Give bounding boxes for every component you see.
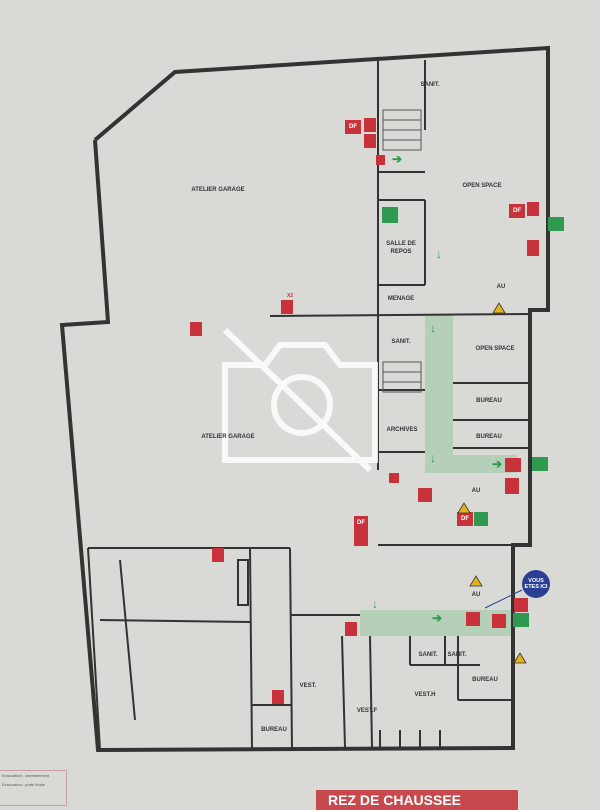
df-label: DF — [461, 516, 469, 522]
room-label: SANIT. — [447, 652, 467, 658]
fire-extinguisher-icons — [190, 118, 539, 704]
camera-watermark-icon — [222, 327, 378, 473]
legend-item: Evacuation : cheminement — [2, 773, 50, 778]
you-are-here-pointer — [484, 589, 523, 609]
room-label: SANIT. — [420, 82, 440, 88]
svg-text:↓: ↓ — [372, 597, 378, 611]
x2-label: X2 — [286, 293, 294, 299]
room-label: BUREAU — [472, 677, 498, 683]
evacuation-path — [360, 315, 517, 636]
room-label: VEST.H — [414, 692, 436, 698]
df-label: DF — [357, 520, 365, 526]
df-label: DF — [513, 208, 521, 214]
room-label: ATELIER GARAGE — [201, 434, 255, 440]
evacuation-arrow-icons: ➔ ↓ ↓ ↓ ➔ ↓ ➔ — [372, 152, 502, 625]
svg-text:↓: ↓ — [430, 451, 436, 465]
room-label: VEST. — [299, 683, 317, 689]
room-label: BUREAU — [476, 398, 502, 404]
legend-item: Evacuation : porte finale — [2, 782, 45, 787]
svg-text:↓: ↓ — [430, 321, 436, 335]
outer-walls — [59, 45, 550, 753]
floor-title-banner: REZ DE CHAUSSEE — [316, 790, 518, 810]
svg-text:➔: ➔ — [392, 152, 402, 166]
svg-text:↓: ↓ — [436, 247, 442, 261]
svg-text:➔: ➔ — [492, 457, 502, 471]
legend: Evacuation : cheminement Evacuation : po… — [0, 770, 67, 806]
au-label: AU — [471, 488, 481, 494]
room-label: SANIT. — [391, 339, 411, 345]
room-label: BUREAU — [476, 434, 502, 440]
inner-walls — [87, 58, 531, 751]
room-label: BUREAU — [261, 727, 287, 733]
room-label: ARCHIVES — [386, 427, 418, 433]
df-label: DF — [349, 124, 357, 130]
room-label: SANIT. — [418, 652, 438, 658]
room-label: VEST.F — [356, 708, 378, 714]
room-label: OPEN SPACE — [475, 346, 515, 352]
au-label: AU — [471, 592, 481, 598]
svg-text:➔: ➔ — [432, 611, 442, 625]
room-label: ATELIER GARAGE — [191, 187, 245, 193]
you-are-here-marker: VOUS ETES ICI — [522, 570, 550, 598]
emergency-exit-icons — [382, 207, 564, 627]
stairs — [382, 109, 422, 393]
warning-sign-icons — [457, 302, 527, 664]
au-label: AU — [496, 284, 506, 290]
room-label: OPEN SPACE — [462, 183, 502, 189]
room-label: MENAGE — [387, 296, 415, 302]
room-label: SALLE DE REPOS — [386, 241, 416, 255]
